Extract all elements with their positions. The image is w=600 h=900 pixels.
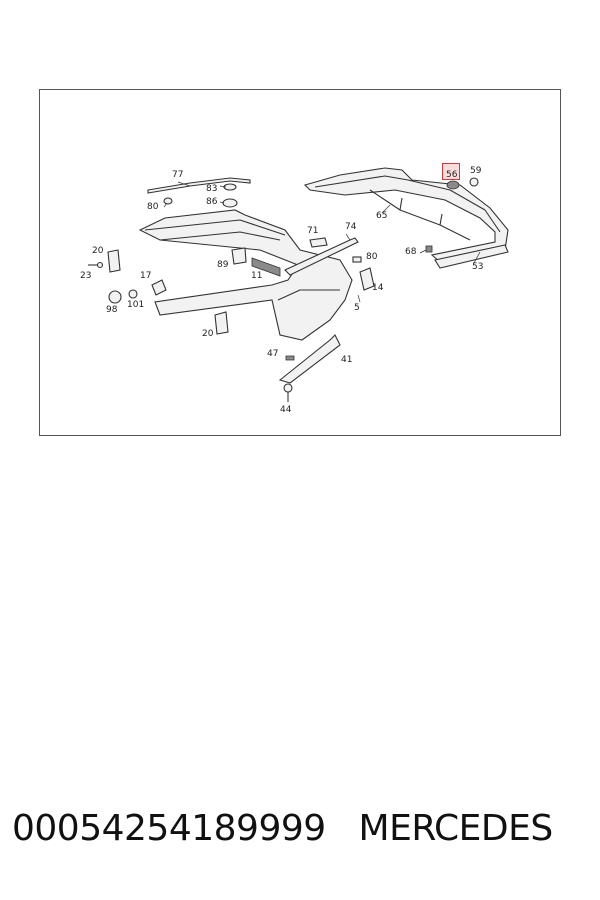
callout-101[interactable]: 101	[127, 300, 145, 310]
callout-68[interactable]: 68	[405, 247, 417, 257]
callout-44[interactable]: 44	[280, 405, 292, 415]
part-56	[446, 180, 460, 190]
bracket-71	[309, 237, 328, 248]
bumper-exploded-diagram	[88, 167, 509, 402]
grille-strip-41	[278, 334, 341, 384]
callout-23[interactable]: 23	[80, 271, 92, 281]
clamp-17	[151, 279, 167, 296]
callout-65[interactable]: 65	[376, 211, 388, 221]
washer-101	[128, 289, 138, 299]
callout-71[interactable]: 71	[307, 226, 319, 236]
callout-14[interactable]: 14	[372, 283, 384, 293]
callout-89[interactable]: 89	[217, 260, 229, 270]
callout-17[interactable]: 17	[140, 271, 152, 281]
nut-59	[469, 177, 479, 187]
clip-80-right	[352, 256, 362, 263]
bracket-47	[285, 355, 295, 361]
callout-53[interactable]: 53	[472, 262, 484, 272]
parts-diagram-frame: 77 83 86 80 56 59 65 71 74 80 68 53 20 2…	[39, 89, 561, 436]
trim-strip-77	[147, 177, 251, 194]
bumper-cover-front	[138, 209, 353, 341]
wiring-harness-65	[369, 189, 471, 241]
lower-strip-53	[434, 244, 509, 269]
bumper-slots-11	[251, 257, 281, 277]
callout-80-left[interactable]: 80	[147, 202, 159, 212]
callout-77[interactable]: 77	[172, 170, 184, 180]
brand-name: MERCEDES	[358, 808, 554, 849]
callout-20-bottom[interactable]: 20	[202, 329, 214, 339]
bracket-89	[231, 247, 247, 265]
callout-80-right[interactable]: 80	[366, 252, 378, 262]
callout-11[interactable]: 11	[251, 271, 263, 281]
washer-98	[108, 290, 122, 304]
callout-47[interactable]: 47	[267, 349, 279, 359]
nut-86	[222, 198, 238, 208]
callout-83[interactable]: 83	[206, 184, 218, 194]
bracket-20-top	[107, 249, 121, 273]
impact-bar-74	[284, 237, 359, 276]
part-number-label: 00054254189999 MERCEDES	[12, 808, 592, 849]
callout-74[interactable]: 74	[345, 222, 357, 232]
callout-56[interactable]: 56	[446, 170, 458, 180]
bracket-20-bottom	[214, 311, 229, 335]
part-number: 00054254189999	[12, 808, 326, 849]
callout-59[interactable]: 59	[470, 166, 482, 176]
bracket-14	[359, 267, 375, 291]
callout-86[interactable]: 86	[206, 197, 218, 207]
callout-5[interactable]: 5	[354, 303, 360, 313]
connector-68	[425, 245, 433, 253]
callout-41[interactable]: 41	[341, 355, 353, 365]
callout-20-top[interactable]: 20	[92, 246, 104, 256]
clip-80	[163, 197, 173, 205]
highlight-box-56[interactable]	[442, 163, 460, 180]
callout-98[interactable]: 98	[106, 305, 118, 315]
